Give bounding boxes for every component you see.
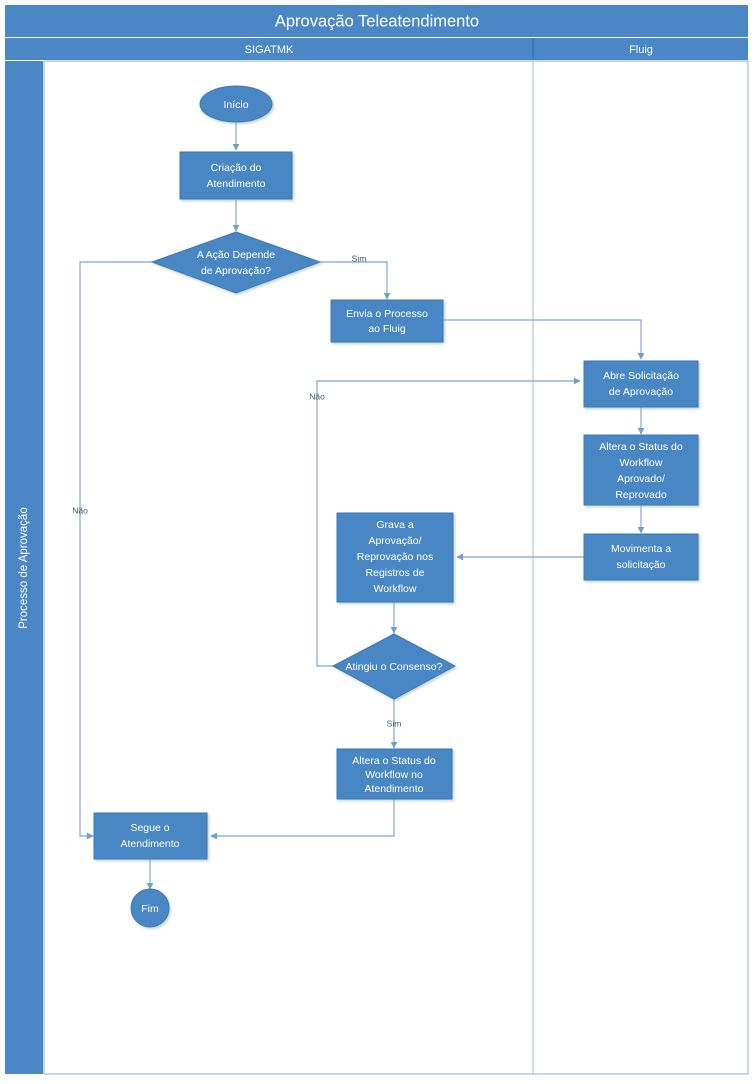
- node-fim[interactable]: Fim: [130, 888, 170, 928]
- edge-label-sim-consenso: Sim: [387, 718, 402, 728]
- edge-label-nao-consenso: Não: [309, 391, 325, 401]
- edge-label-sim-depende: Sim: [352, 253, 367, 263]
- node-fim-label: Fim: [141, 903, 159, 915]
- node-altera-atend-line-3: Atendimento: [365, 783, 424, 795]
- node-segue-line-1: Segue o: [130, 822, 169, 834]
- node-envia-line-2: ao Fluig: [368, 323, 406, 335]
- pool-label: Processo de Aprovação: [18, 507, 30, 628]
- node-criacao-line-2: Atendimento: [207, 178, 266, 190]
- connectors: Sim Não Não Sim: [72, 122, 645, 890]
- node-grava-line-3: Reprovação nos: [357, 551, 433, 563]
- edge-altera-segue: [210, 799, 395, 840]
- node-altera-status-line-3: Aprovado/: [617, 473, 665, 485]
- node-movimenta-line-2: solicitação: [616, 559, 665, 571]
- node-grava-line-1: Grava a: [376, 519, 414, 531]
- page-title: Aprovação Teleatendimento: [275, 12, 479, 30]
- lane-header-fluig: Fluig: [629, 44, 653, 56]
- node-inicio[interactable]: Início: [199, 85, 273, 123]
- node-abre-line-2: de Aprovação: [609, 386, 673, 398]
- node-decisao-depende-aprovacao[interactable]: A Ação Depende de Aprovação?: [150, 231, 322, 294]
- node-grava-line-4: Registros de: [366, 567, 425, 579]
- node-depende-line-2: de Aprovação?: [201, 265, 271, 277]
- edge-depende-segue: [79, 261, 152, 840]
- node-altera-atend-line-2: Workflow no: [365, 769, 423, 781]
- pool-label-band: Processo de Aprovação: [5, 61, 43, 1074]
- node-criacao-atendimento[interactable]: Criação do Atendimento: [179, 151, 293, 200]
- node-envia-line-1: Envia o Processo: [346, 308, 428, 320]
- node-altera-atend-line-1: Altera o Status do: [352, 755, 436, 767]
- node-abre-line-1: Abre Solicitação: [603, 370, 679, 382]
- node-consenso-label: Atingiu o Consenso?: [346, 661, 443, 673]
- node-altera-status-line-2: Workflow: [620, 457, 663, 469]
- node-abre-solicitacao-aprovacao[interactable]: Abre Solicitação de Aprovação: [583, 360, 699, 408]
- node-inicio-label: Início: [223, 99, 248, 111]
- node-altera-status-line-1: Altera o Status do: [599, 441, 683, 453]
- lane-header-bar: SIGATMK Fluig: [5, 38, 748, 60]
- node-grava-line-2: Aprovação/: [368, 535, 421, 547]
- node-criacao-line-1: Criação do: [211, 162, 262, 174]
- node-movimenta-solicitacao[interactable]: Movimenta a solicitação: [583, 533, 699, 581]
- edge-consenso-abre: [316, 377, 581, 667]
- node-segue-atendimento[interactable]: Segue o Atendimento: [93, 812, 208, 860]
- node-altera-status-line-4: Reprovado: [615, 489, 667, 501]
- diagram-title-bar: Aprovação Teleatendimento: [5, 5, 748, 37]
- node-altera-status-atendimento[interactable]: Altera o Status do Workflow no Atendimen…: [336, 748, 453, 800]
- node-grava-line-5: Workflow: [374, 583, 417, 595]
- edge-label-nao-depende: Não: [72, 505, 88, 515]
- node-segue-line-2: Atendimento: [121, 838, 180, 850]
- node-grava-aprovacao-registros[interactable]: Grava a Aprovação/ Reprovação nos Regist…: [336, 512, 454, 603]
- node-altera-status-workflow[interactable]: Altera o Status do Workflow Aprovado/ Re…: [583, 434, 699, 506]
- edge-envia-abre: [443, 319, 645, 360]
- node-depende-line-1: A Ação Depende: [197, 249, 275, 261]
- lane-header-sigatmk: SIGATMK: [245, 44, 294, 56]
- edge-depende-envia: [320, 261, 391, 300]
- node-movimenta-line-1: Movimenta a: [611, 543, 671, 555]
- node-decisao-atingiu-consenso[interactable]: Atingiu o Consenso?: [331, 633, 457, 700]
- node-envia-processo-fluig[interactable]: Envia o Processo ao Fluig: [330, 299, 444, 343]
